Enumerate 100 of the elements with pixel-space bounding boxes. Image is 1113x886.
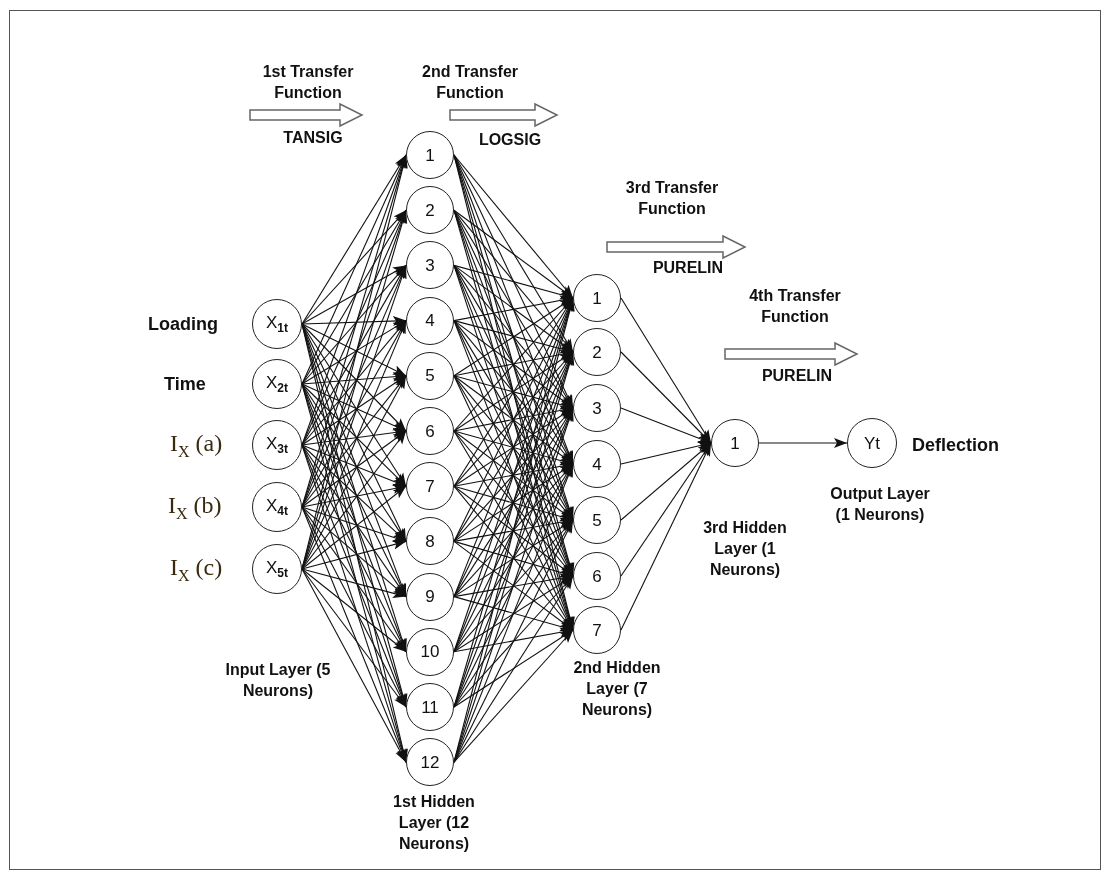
arrow bbox=[301, 506, 407, 598]
neuron-label: X$_{5t}$ bbox=[266, 558, 288, 580]
neuron-label: 7 bbox=[425, 477, 435, 495]
neuron-circle bbox=[406, 241, 454, 290]
neuron-circle bbox=[406, 627, 454, 676]
neuron-label: 5 bbox=[592, 511, 602, 529]
neuron-label: 9 bbox=[425, 588, 435, 606]
arrow bbox=[301, 316, 407, 326]
input-name: I$_{X}$ (a) bbox=[170, 429, 223, 461]
neuron-circle bbox=[406, 131, 454, 179]
neuron-label: 10 bbox=[420, 643, 440, 661]
neuron-label: 6 bbox=[592, 567, 602, 585]
arrow bbox=[453, 209, 574, 299]
neuron-circle bbox=[252, 359, 302, 409]
neuron-label: X$_{1t}$ bbox=[266, 313, 288, 335]
neuron-label: 12 bbox=[420, 753, 440, 771]
arrow bbox=[301, 430, 407, 508]
arrow bbox=[301, 320, 407, 385]
neuron-label: 5 bbox=[425, 367, 435, 385]
arrow bbox=[301, 568, 407, 653]
arrow bbox=[453, 485, 574, 522]
neuron-label: 7 bbox=[592, 621, 602, 639]
layer-label: 1st Hidden Layer (12 Neurons) bbox=[392, 792, 476, 854]
layer-label: 3rd Hidden Layer (1 Neurons) bbox=[702, 518, 788, 580]
neuron-label: 1 bbox=[730, 434, 740, 452]
input-name: Time bbox=[164, 373, 206, 395]
arrow bbox=[453, 154, 574, 299]
arrow bbox=[301, 506, 407, 543]
neuron-label: 4 bbox=[592, 455, 602, 473]
arrow bbox=[453, 297, 574, 377]
neuron-label: 8 bbox=[425, 532, 435, 550]
neuron-label: 1 bbox=[425, 146, 435, 164]
arrow bbox=[453, 295, 574, 322]
arrow bbox=[301, 444, 407, 487]
arrow bbox=[301, 568, 407, 708]
arrow bbox=[301, 483, 407, 508]
arrow bbox=[301, 371, 407, 385]
function-name: LOGSIG bbox=[477, 130, 543, 150]
arrow bbox=[453, 320, 574, 354]
arrow bbox=[453, 430, 574, 466]
arrow bbox=[301, 383, 407, 487]
arrow bbox=[453, 405, 574, 432]
arrow bbox=[301, 568, 407, 763]
neuron-label: 11 bbox=[421, 698, 439, 716]
arrow bbox=[453, 629, 574, 708]
neuron-circle bbox=[573, 552, 621, 600]
arrow bbox=[301, 427, 407, 446]
neuron-circle bbox=[252, 544, 302, 594]
input-name: I$_{X}$ (c) bbox=[170, 553, 223, 585]
neuron-circle bbox=[252, 420, 302, 470]
arrow bbox=[453, 349, 574, 377]
arrow bbox=[758, 438, 848, 448]
neuron-circle bbox=[406, 351, 454, 400]
arrow bbox=[453, 461, 574, 487]
input-name: I$_{X}$ (b) bbox=[168, 491, 222, 523]
arrow bbox=[453, 264, 574, 353]
arrow bbox=[453, 575, 574, 653]
neuron-label: 3 bbox=[592, 399, 602, 417]
arrow bbox=[453, 485, 574, 577]
neuron-circle bbox=[406, 462, 454, 511]
arrow bbox=[301, 323, 407, 377]
arrow bbox=[301, 264, 407, 385]
arrow bbox=[453, 629, 574, 763]
neuron-circle bbox=[573, 606, 621, 654]
arrow bbox=[301, 430, 407, 570]
neuron-circle bbox=[711, 419, 759, 467]
neuron-label: Yt bbox=[863, 434, 881, 452]
function-label: 3rd Transfer Function bbox=[624, 178, 720, 219]
arrow bbox=[453, 517, 574, 542]
neuron-circle bbox=[573, 384, 621, 432]
arrow bbox=[620, 407, 712, 444]
arrow bbox=[453, 375, 574, 465]
neuron-circle bbox=[406, 738, 454, 787]
arrow bbox=[453, 375, 574, 410]
arrow bbox=[453, 430, 574, 521]
arrow bbox=[301, 383, 407, 432]
arrow bbox=[620, 442, 712, 521]
arrow bbox=[301, 539, 407, 570]
arrow bbox=[453, 407, 574, 487]
neuron-circle bbox=[406, 683, 454, 731]
arrow bbox=[620, 441, 712, 465]
neuron-circle bbox=[573, 440, 621, 488]
arrow bbox=[301, 568, 407, 599]
neuron-label: X$_{4t}$ bbox=[266, 496, 288, 518]
function-label: 2nd Transfer Function bbox=[421, 62, 519, 103]
function-label: 4th Transfer Function bbox=[748, 286, 842, 327]
arrow bbox=[301, 264, 407, 325]
input-name: Loading bbox=[148, 313, 218, 335]
neuron-label: 2 bbox=[425, 201, 435, 219]
neuron-label: 4 bbox=[425, 312, 435, 330]
arrow bbox=[301, 375, 407, 446]
arrow bbox=[453, 320, 574, 409]
arrow bbox=[453, 627, 574, 653]
arrow bbox=[453, 573, 574, 598]
neuron-circle bbox=[406, 186, 454, 235]
neuron-circle bbox=[573, 274, 621, 322]
output-name: Deflection bbox=[912, 434, 999, 456]
arrow bbox=[453, 519, 574, 598]
neuron-label: X$_{3t}$ bbox=[266, 434, 288, 456]
arrow bbox=[620, 351, 712, 444]
